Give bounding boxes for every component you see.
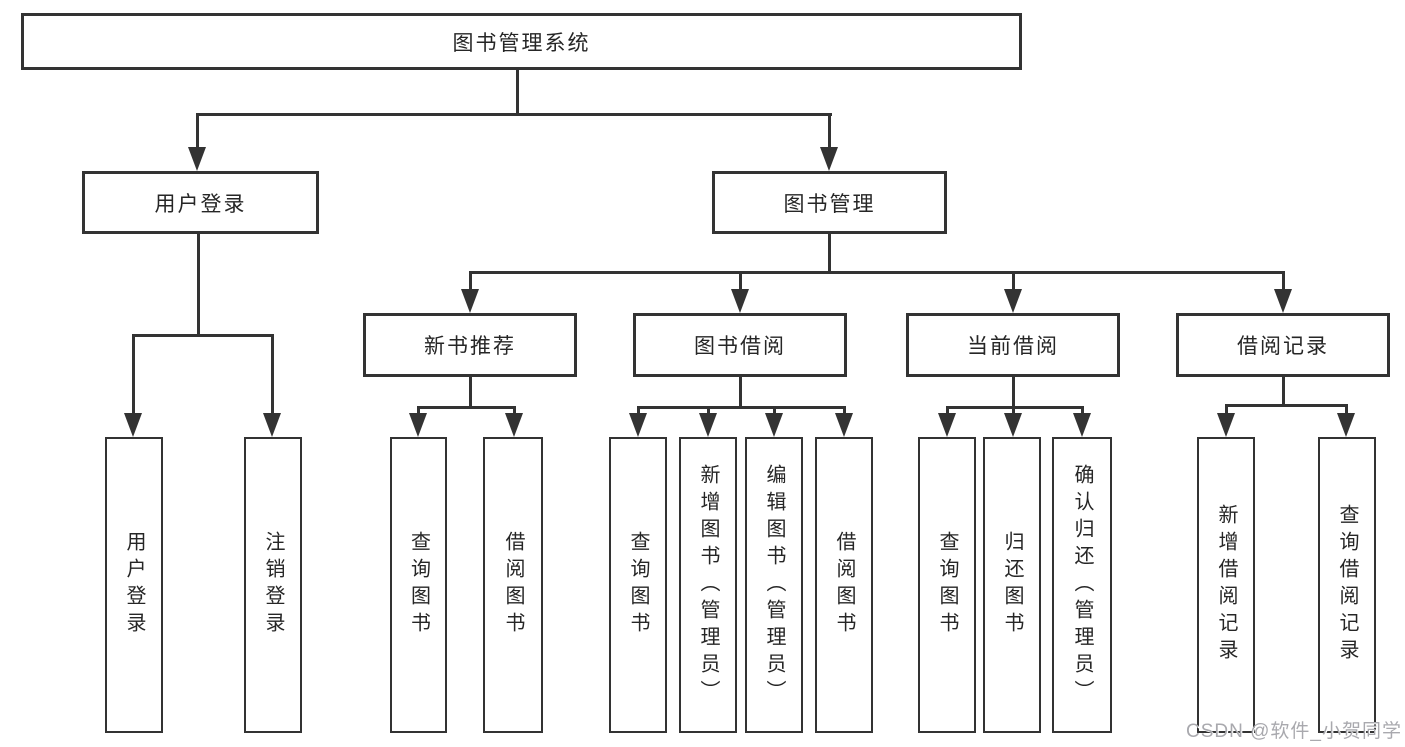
leaf-borrow-books-recommend: 借阅图书 (483, 437, 543, 733)
connector-line (828, 234, 831, 274)
connector-line (739, 271, 742, 289)
arrow-down-icon (835, 413, 853, 437)
leaf-borrow-books: 借阅图书 (815, 437, 873, 733)
connector-line (417, 406, 420, 413)
arrow-down-icon (461, 289, 479, 313)
connector-line (773, 406, 776, 413)
connector-line (513, 406, 516, 413)
connector-line (1225, 404, 1348, 407)
leaf-query-books-current: 查询图书 (918, 437, 976, 733)
leaf-logout: 注销登录 (244, 437, 302, 733)
node-borrowing-records: 借阅记录 (1176, 313, 1390, 377)
arrow-down-icon (409, 413, 427, 437)
leaf-user-login: 用户登录 (105, 437, 163, 733)
node-book-borrowing: 图书借阅 (633, 313, 847, 377)
arrow-down-icon (938, 413, 956, 437)
connector-line (1225, 404, 1228, 413)
arrow-down-icon (1217, 413, 1235, 437)
node-library-management-system: 图书管理系统 (21, 13, 1022, 70)
leaf-query-borrowing-record: 查询借阅记录 (1318, 437, 1376, 733)
arrow-down-icon (765, 413, 783, 437)
leaf-return-books: 归还图书 (983, 437, 1041, 733)
connector-line (843, 406, 846, 413)
connector-line (1282, 377, 1285, 407)
connector-line (132, 334, 135, 413)
connector-line (1345, 404, 1348, 413)
arrow-down-icon (263, 413, 281, 437)
arrow-down-icon (629, 413, 647, 437)
connector-line (196, 113, 832, 116)
connector-line (197, 234, 200, 337)
arrow-down-icon (1337, 413, 1355, 437)
arrow-down-icon (188, 147, 206, 171)
connector-line (469, 377, 472, 409)
arrow-down-icon (505, 413, 523, 437)
connector-line (1012, 406, 1015, 413)
node-current-borrowing: 当前借阅 (906, 313, 1120, 377)
node-new-book-recommendation: 新书推荐 (363, 313, 577, 377)
arrow-down-icon (731, 289, 749, 313)
arrow-down-icon (124, 413, 142, 437)
connector-line (516, 69, 519, 116)
connector-line (417, 406, 516, 409)
connector-line (196, 113, 199, 147)
connector-line (469, 271, 1285, 274)
connector-line (637, 406, 846, 409)
arrow-down-icon (1274, 289, 1292, 313)
connector-line (828, 113, 831, 147)
connector-line (1081, 406, 1084, 413)
arrow-down-icon (1004, 289, 1022, 313)
connector-line (707, 406, 710, 413)
connector-line (271, 334, 274, 413)
connector-line (946, 406, 1084, 409)
leaf-edit-books-admin: 编辑图书（管理员） (745, 437, 803, 733)
connector-line (739, 377, 742, 409)
connector-line (637, 406, 640, 413)
csdn-watermark: CSDN @软件_小贺同学 (1186, 721, 1402, 742)
leaf-confirm-return-admin: 确认归还（管理员） (1052, 437, 1112, 733)
leaf-add-borrowing-record: 新增借阅记录 (1197, 437, 1255, 733)
leaf-query-books-borrowing: 查询图书 (609, 437, 667, 733)
arrow-down-icon (699, 413, 717, 437)
connector-line (946, 406, 949, 413)
arrow-down-icon (1004, 413, 1022, 437)
arrow-down-icon (820, 147, 838, 171)
node-user-login: 用户登录 (82, 171, 319, 234)
arrow-down-icon (1073, 413, 1091, 437)
node-book-management: 图书管理 (712, 171, 947, 234)
connector-line (1012, 271, 1015, 289)
connector-line (1012, 377, 1015, 409)
leaf-query-books-recommend: 查询图书 (390, 437, 447, 733)
leaf-add-books-admin: 新增图书（管理员） (679, 437, 737, 733)
connector-line (132, 334, 274, 337)
connector-line (469, 271, 472, 289)
connector-line (1282, 271, 1285, 289)
